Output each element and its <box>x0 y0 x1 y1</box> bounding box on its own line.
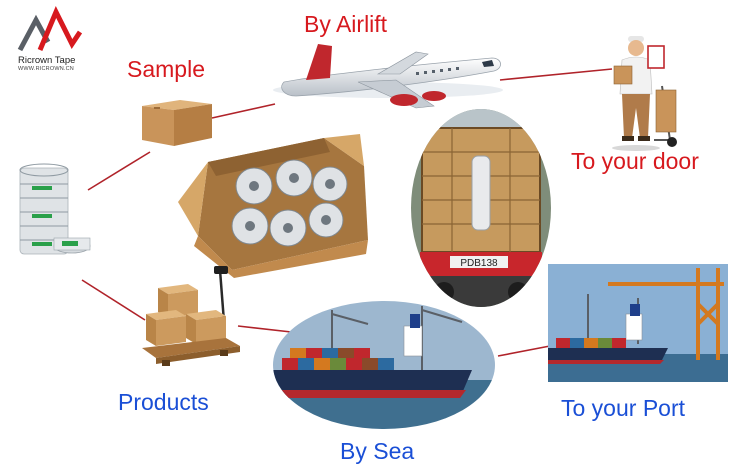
by-airlift-label: By Airlift <box>304 11 388 37</box>
to-your-port-label: To your Port <box>561 395 685 421</box>
container-truck-icon: PDB138 <box>411 109 551 307</box>
connector-airlift-door <box>499 68 613 81</box>
brand-name: Ricrown Tape <box>18 55 76 66</box>
connector-sea-port <box>497 345 551 357</box>
by-sea-label: By Sea <box>340 438 415 464</box>
cardboard-box-icon <box>142 100 212 146</box>
connector-rolls-sample <box>87 151 151 191</box>
sample-label: Sample <box>127 56 205 82</box>
delivery-man-icon <box>612 36 677 151</box>
pallet-jack-icon <box>142 266 240 366</box>
airplane-icon <box>273 44 503 109</box>
products-label: Products <box>118 389 209 415</box>
tape-rolls-icon <box>19 163 91 255</box>
brand-website: WWW.RICROWN.CN <box>18 66 74 72</box>
port-crane-icon <box>548 264 728 382</box>
connector-rolls-products <box>81 279 146 321</box>
logo-mark-icon <box>17 6 83 52</box>
connector-sample-airlift <box>211 103 276 119</box>
to-your-door-label: To your door <box>571 148 699 174</box>
brand-logo: Ricrown Tape WWW.RICROWN.CN <box>14 6 88 76</box>
open-box-icon <box>178 134 368 278</box>
container-number: PDB138 <box>460 258 498 269</box>
cargo-ship-icon <box>273 301 495 429</box>
